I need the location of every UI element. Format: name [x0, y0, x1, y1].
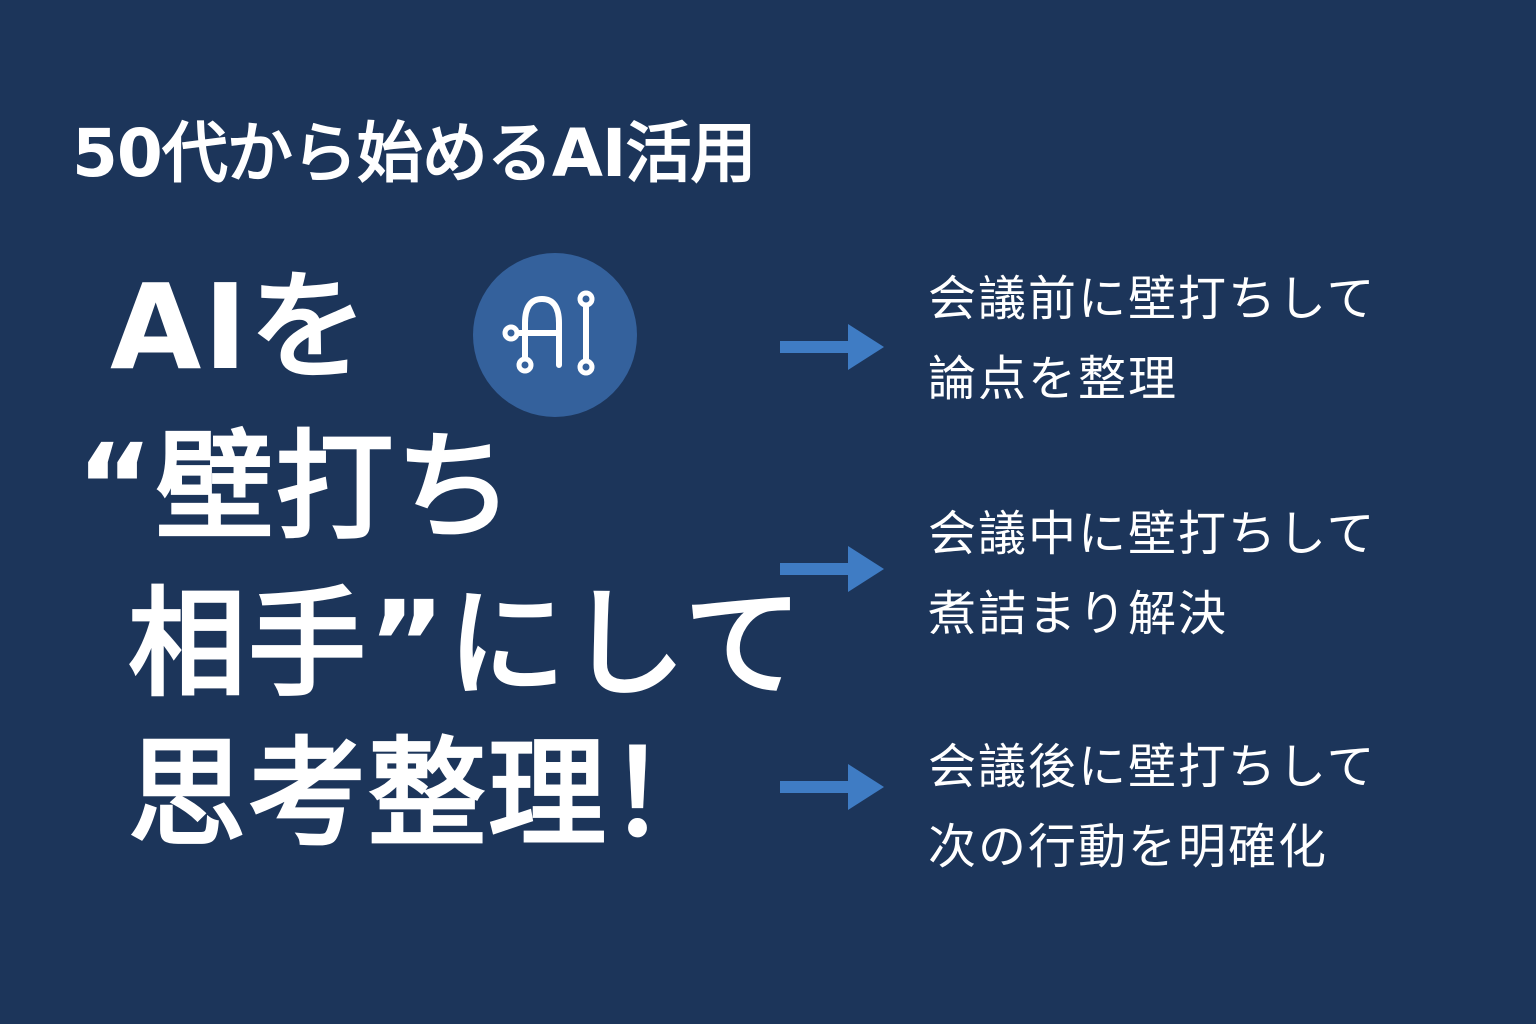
ai-badge — [473, 253, 637, 417]
step-line: 会議中に壁打ちして — [928, 506, 1377, 562]
headline-line-3: 相手”にして — [128, 575, 805, 713]
step-line: 会議前に壁打ちして — [928, 271, 1377, 327]
step-line: 次の行動を明確化 — [928, 819, 1329, 875]
step-after-meeting: 会議後に壁打ちして 次の行動を明確化 — [928, 727, 1377, 887]
ai-icon — [502, 290, 595, 376]
step-during-meeting: 会議中に壁打ちして 煮詰まり解決 — [928, 494, 1377, 654]
headline-line-2: “壁打ち — [76, 418, 516, 556]
arrow-right-icon — [780, 324, 884, 370]
headline-line-1: AIを — [110, 258, 370, 396]
step-line: 煮詰まり解決 — [928, 586, 1229, 642]
subtitle: 50代から始めるAI活用 — [72, 115, 756, 192]
headline-line-4: 思考整理！ — [128, 725, 729, 863]
arrow-right-icon — [780, 764, 884, 810]
step-line: 会議後に壁打ちして — [928, 739, 1377, 795]
step-line: 論点を整理 — [928, 351, 1179, 407]
step-before-meeting: 会議前に壁打ちして 論点を整理 — [928, 259, 1377, 419]
arrow-right-icon — [780, 546, 884, 592]
